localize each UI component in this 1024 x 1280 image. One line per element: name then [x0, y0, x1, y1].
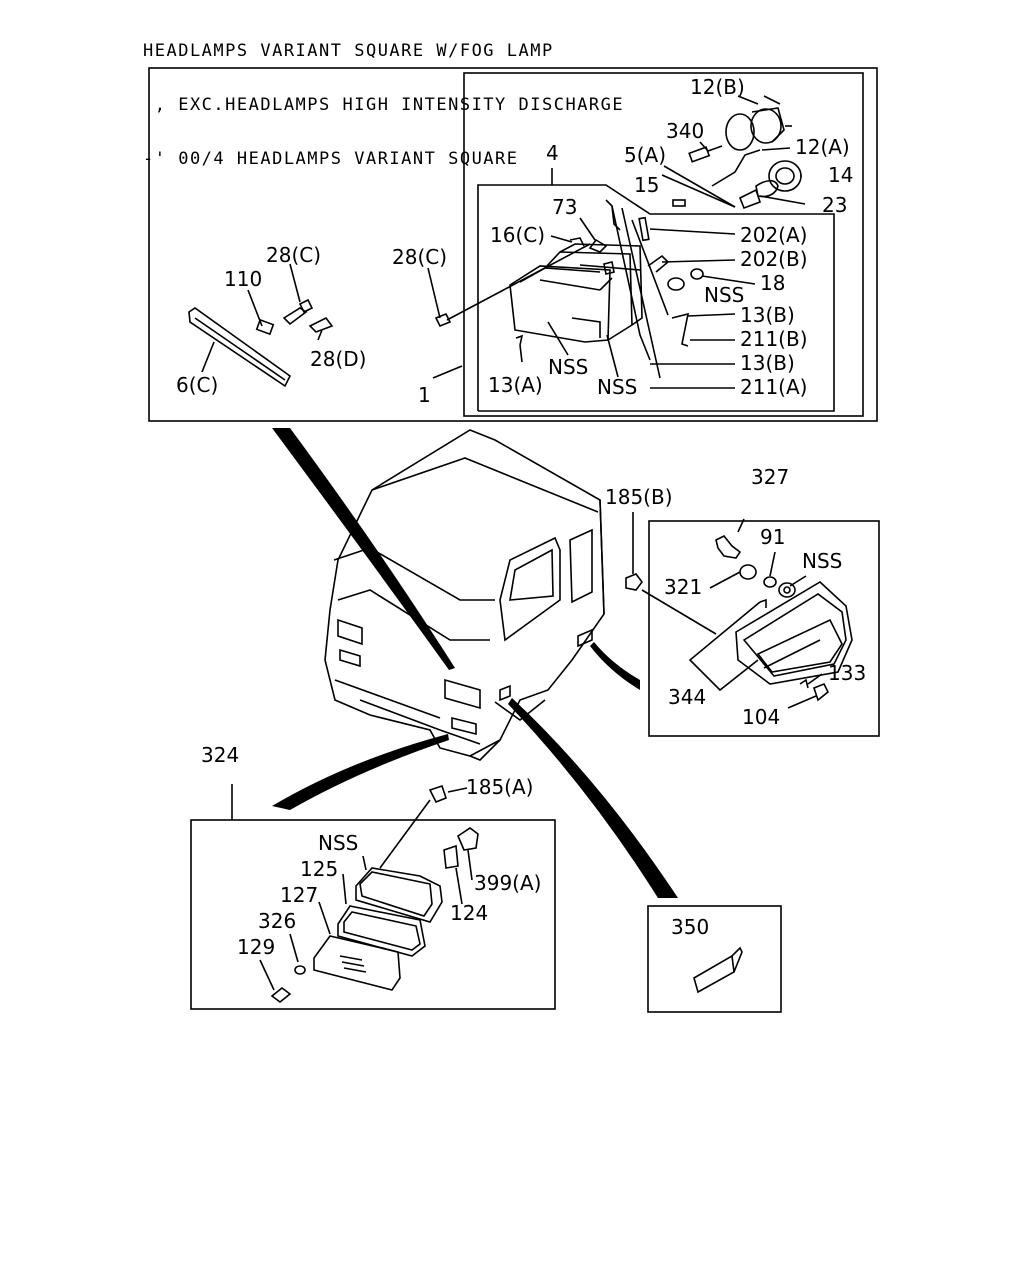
- label-4: 4: [546, 141, 559, 165]
- clip-and-bracket-drawing: [515, 199, 704, 379]
- label-202b: 202(B): [740, 247, 808, 271]
- label-18: 18: [760, 271, 785, 295]
- label-23: 23: [822, 193, 847, 217]
- headlamp-labels: 12(B) 340 12(A) 4 5(A) 14 15 23 73 16(C)…: [176, 75, 853, 407]
- label-326: 326: [258, 909, 296, 933]
- label-327: 327: [751, 465, 789, 489]
- plate-frame: [647, 905, 782, 1013]
- label-nss-a: NSS: [704, 283, 744, 307]
- label-211b: 211(B): [740, 327, 808, 351]
- truck-cab-drawing: [324, 429, 605, 761]
- label-nss-c: NSS: [597, 375, 637, 399]
- turn-lamp-labels: 324 185(A) NSS 125 127 399(A) 124 326 12…: [201, 743, 541, 959]
- label-211a: 211(A): [740, 375, 807, 399]
- callout-curves: [272, 428, 678, 898]
- plate-panel: [647, 905, 782, 1013]
- label-nss: NSS: [318, 831, 358, 855]
- plate-labels: 350: [671, 915, 709, 939]
- title-line-1: HEADLAMPS VARIANT SQUARE W/FOG LAMP: [143, 41, 554, 61]
- headlamp-subassembly-frame: [477, 184, 835, 412]
- label-13a: 13(A): [488, 373, 543, 397]
- label-28d: 28(D): [310, 347, 366, 371]
- turn-lamp-panel: [190, 784, 556, 1010]
- label-5a: 5(A): [624, 143, 666, 167]
- diagram-title: HEADLAMPS VARIANT SQUARE W/FOG LAMP , EX…: [143, 6, 624, 186]
- label-nss: NSS: [802, 549, 842, 573]
- label-324: 324: [201, 743, 239, 767]
- label-110: 110: [224, 267, 262, 291]
- label-399a: 399(A): [474, 871, 541, 895]
- bulb-and-socket-drawing: [661, 107, 802, 210]
- label-344: 344: [668, 685, 706, 709]
- label-91: 91: [760, 525, 785, 549]
- label-14: 14: [828, 163, 853, 187]
- label-124: 124: [450, 901, 488, 925]
- headlamp-outer-frame: [148, 67, 878, 422]
- side-lamp-frame: [648, 520, 880, 737]
- label-185a: 185(A): [466, 775, 533, 799]
- label-nss-b: NSS: [548, 355, 588, 379]
- label-133: 133: [828, 661, 866, 685]
- turn-lamp-frame: [190, 819, 556, 1010]
- label-28c-a: 28(C): [266, 243, 321, 267]
- label-129: 129: [237, 935, 275, 959]
- label-28c-b: 28(C): [392, 245, 447, 269]
- headlamp-unit-drawing: [509, 243, 643, 343]
- headlamp-assembly-panel: [148, 67, 878, 422]
- label-125: 125: [300, 857, 338, 881]
- label-12b: 12(B): [690, 75, 745, 99]
- label-104: 104: [742, 705, 780, 729]
- headlamp-leader-lines: [201, 95, 806, 389]
- side-lamp-labels: 327 185(B) 91 NSS 321 133 344 104: [605, 465, 866, 729]
- label-16c: 16(C): [490, 223, 545, 247]
- label-202a: 202(A): [740, 223, 807, 247]
- headlamp-inner-frame: [463, 72, 864, 417]
- side-lamp-panel: [625, 512, 880, 737]
- label-350: 350: [671, 915, 709, 939]
- label-6c: 6(C): [176, 373, 218, 397]
- label-13b-1: 13(B): [740, 303, 795, 327]
- label-127: 127: [280, 883, 318, 907]
- label-185b: 185(B): [605, 485, 673, 509]
- mounting-bracket-drawing: [188, 298, 452, 388]
- title-line-2: , EXC.HEADLAMPS HIGH INTENSITY DISCHARGE: [143, 95, 625, 115]
- label-321: 321: [664, 575, 702, 599]
- label-15: 15: [634, 173, 659, 197]
- label-1: 1: [418, 383, 431, 407]
- label-12a: 12(A): [795, 135, 850, 159]
- label-340: 340: [666, 119, 704, 143]
- label-13b-2: 13(B): [740, 351, 795, 375]
- label-73: 73: [552, 195, 577, 219]
